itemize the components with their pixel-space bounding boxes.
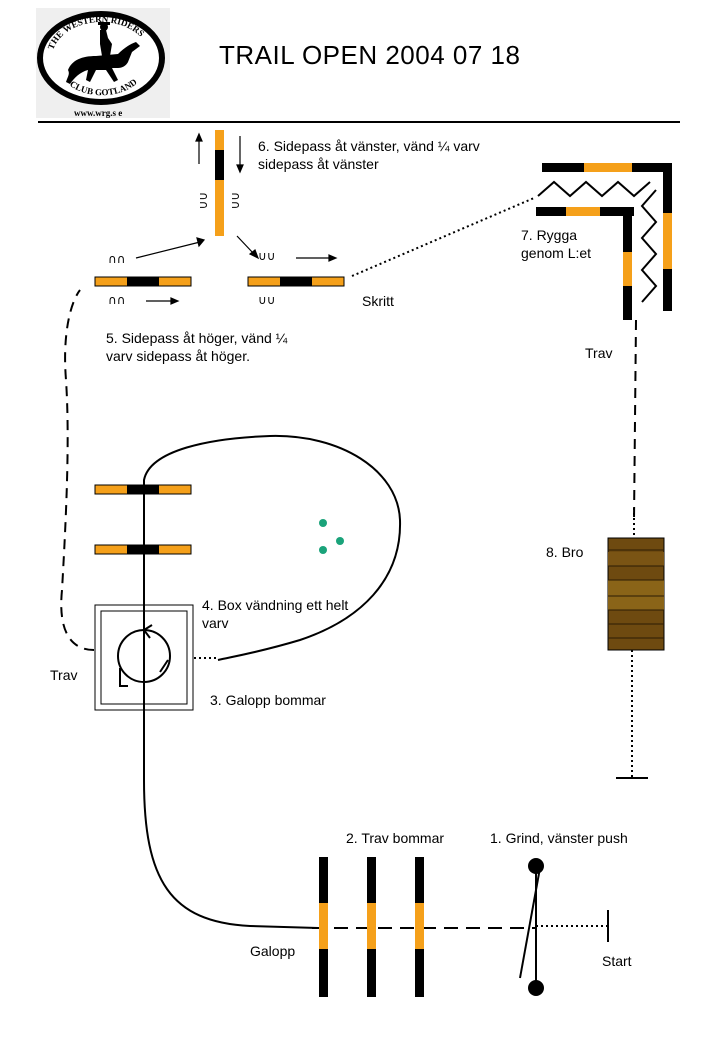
page-title: TRAIL OPEN 2004 07 18 [219, 40, 521, 70]
hoofprint-icon: ∪∪ [258, 293, 276, 307]
backup-zigzag [537, 180, 651, 198]
cone-marker [319, 519, 327, 527]
obstacle-7-label: 7. Rygga genom L:et [521, 227, 592, 261]
hoofprint-icon: ∪∪ [258, 249, 276, 263]
skritt-label: Skritt [362, 293, 394, 309]
cone-marker [336, 537, 344, 545]
hoofprint-icon: ∩∩ [108, 252, 126, 266]
sidepass-pole [94, 276, 192, 287]
obstacle-5-label: 5. Sidepass åt höger, vänd ¼ varv sidepa… [106, 330, 288, 364]
turn-arrow-icon [143, 624, 153, 639]
obstacle-4-box [94, 604, 194, 711]
trav-right-label: Trav [585, 345, 613, 361]
obstacle-1-label: 1. Grind, vänster push [490, 830, 628, 846]
turn-arrow-icon [159, 659, 169, 673]
trav-left-label: Trav [50, 667, 78, 683]
direction-arrow-icon [135, 132, 338, 305]
gate-post-top [528, 858, 544, 874]
start-label: Start [602, 953, 632, 969]
hoofprint-icon: ∩∩ [229, 192, 243, 210]
obstacle-4-label: 4. Box vändning ett helt varv [202, 597, 349, 631]
hoofprint-icon: ∩∩ [197, 192, 211, 210]
obstacle-8-label: 8. Bro [546, 544, 584, 560]
lope-path [143, 708, 319, 929]
l-pole-outer [542, 163, 672, 311]
cone-marker [319, 546, 327, 554]
obstacle-7-l-shape [536, 163, 672, 320]
logo-url: www.wrg.s e [74, 108, 122, 118]
gate-post-bottom [528, 980, 544, 996]
obstacle-5-sidepass-poles [94, 130, 345, 287]
walk-path [351, 197, 535, 277]
trot-pole [367, 857, 376, 997]
obstacle-8-bridge [607, 537, 665, 651]
trot-path-left [60, 289, 95, 651]
horse-rider-icon [66, 22, 140, 84]
galopp-label: Galopp [250, 943, 296, 959]
turn-arrow-icon [119, 668, 128, 687]
l-pole-inner [536, 207, 634, 320]
lope-loop-path [143, 434, 402, 708]
sidepass-pole-vertical [215, 130, 224, 236]
obstacle-6-label: 6. Sidepass åt vänster, vänd ¼ varv side… [258, 138, 480, 172]
trot-path-right [633, 319, 637, 521]
obstacle-3-label: 3. Galopp bommar [210, 692, 326, 708]
gate-rope [519, 867, 541, 979]
obstacle-2-label: 2. Trav bommar [346, 830, 445, 846]
obstacle-1-gate [519, 858, 544, 996]
sidepass-pole [247, 276, 345, 287]
hoofprint-icon: ∩∩ [108, 293, 126, 307]
trot-pole [415, 857, 424, 997]
backup-zigzag [640, 189, 658, 303]
trot-pole [319, 857, 328, 997]
obstacle-2-trot-poles [319, 857, 424, 997]
